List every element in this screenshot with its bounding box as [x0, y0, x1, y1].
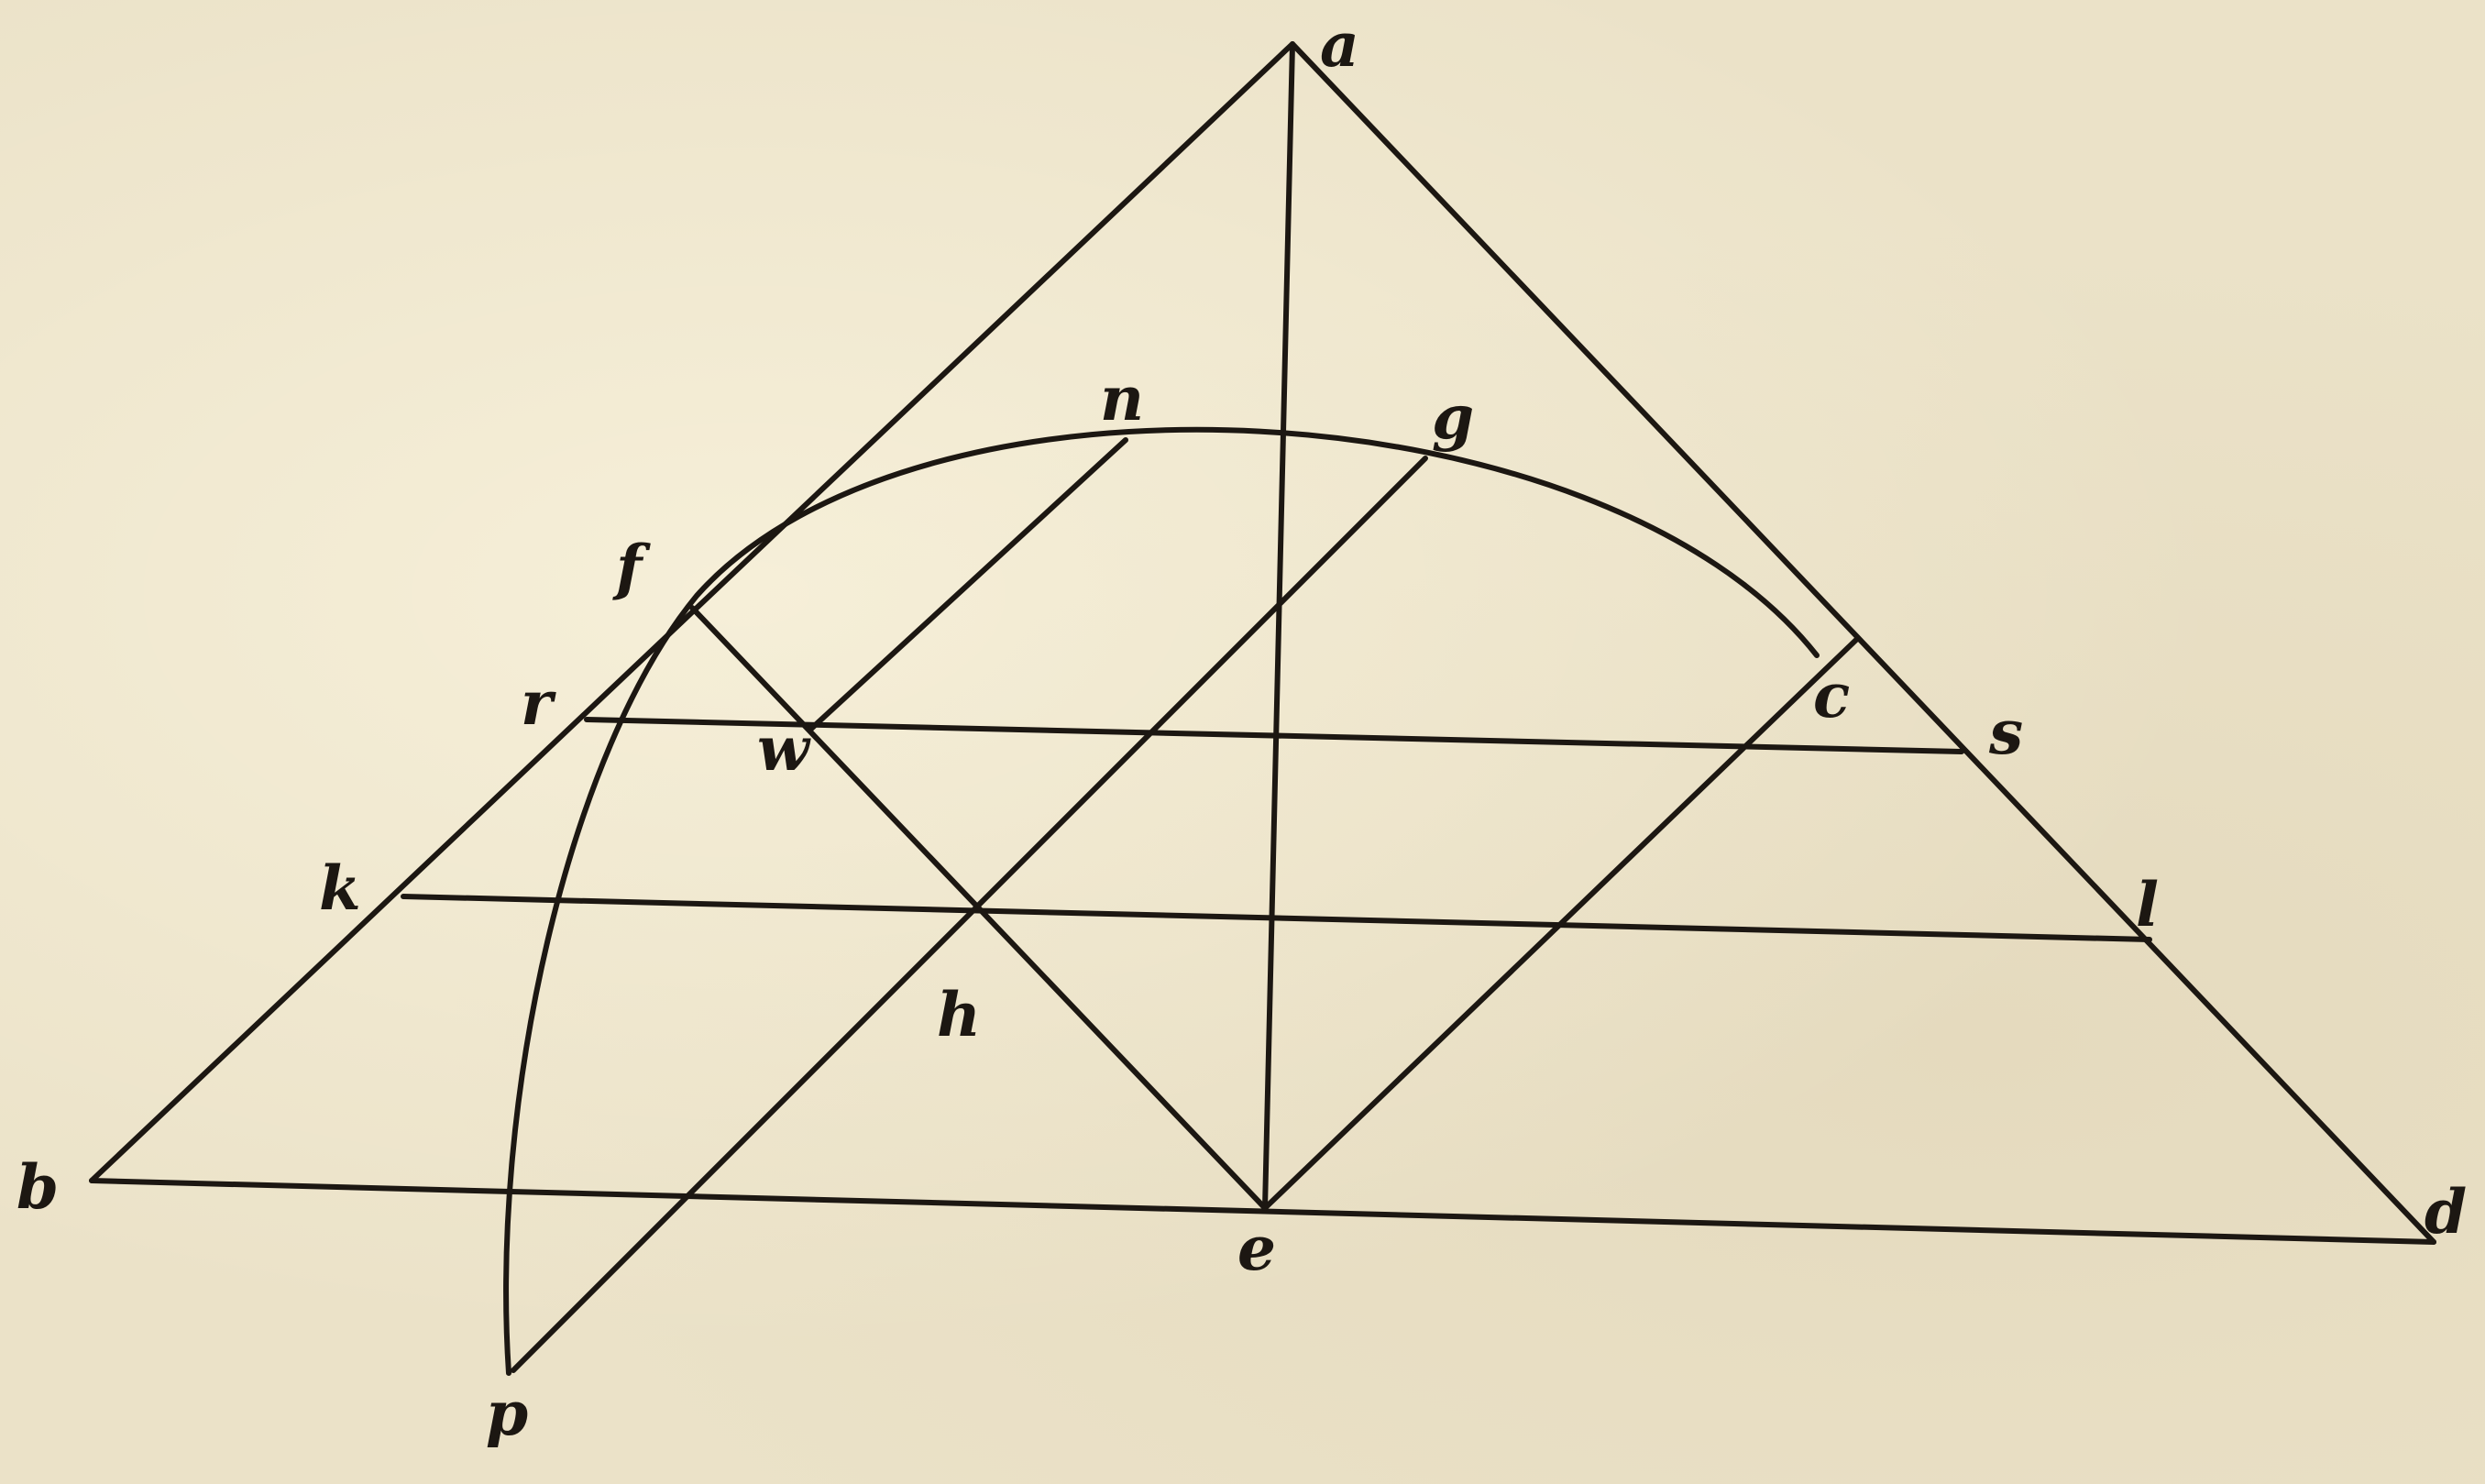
triangle-side-ad	[1290, 41, 2436, 1245]
label-b: b	[16, 1151, 59, 1223]
label-w: w	[757, 713, 811, 785]
label-n: n	[1100, 363, 1144, 434]
label-r: r	[521, 667, 556, 739]
arc-c-to-p	[503, 426, 1820, 1376]
label-a: a	[1320, 9, 1359, 81]
label-k: k	[319, 852, 361, 924]
label-d: d	[2425, 1176, 2467, 1248]
line-n-to-w	[808, 437, 1128, 731]
altitude-ae	[1262, 41, 1295, 1211]
chord-kl	[401, 894, 2152, 942]
label-l: l	[2136, 869, 2159, 940]
triangle-side-ab	[89, 41, 1295, 1183]
label-p: p	[486, 1378, 528, 1449]
label-c: c	[1813, 660, 1850, 731]
label-s: s	[1988, 697, 2023, 768]
label-e: e	[1237, 1213, 1276, 1284]
line-e-to-c	[1262, 637, 1859, 1211]
line-g-to-p	[511, 456, 1428, 1373]
triangle-base-bd	[89, 1178, 2436, 1245]
label-g: g	[1432, 381, 1474, 453]
label-h: h	[937, 979, 981, 1050]
label-f: f	[612, 532, 651, 603]
